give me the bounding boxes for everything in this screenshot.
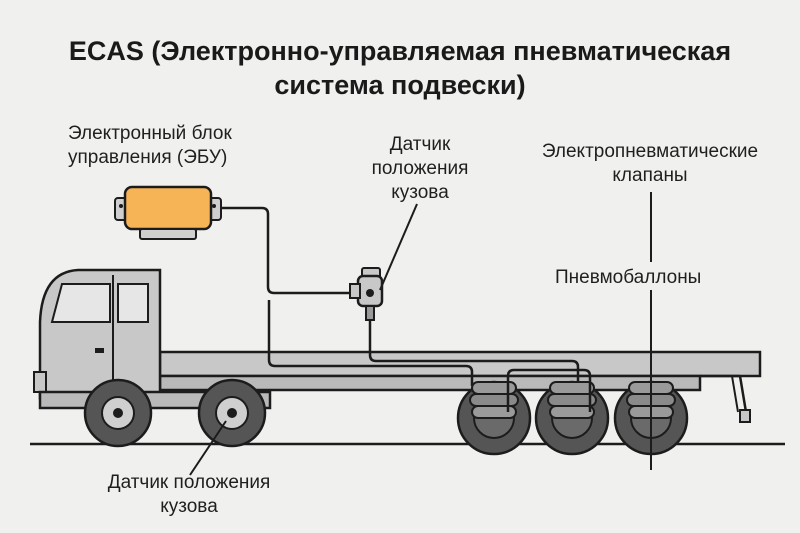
sensor-top-label: Датчик положения кузова (355, 133, 485, 205)
cab-rear-wheel (197, 378, 267, 448)
ecu-wiring (221, 206, 474, 386)
sensor-top-label-line-2: положения (371, 158, 469, 179)
sensor-top-label-line-1: Датчик (389, 134, 451, 155)
ecu-label-line-2: управления (ЭБУ) (68, 147, 228, 168)
sensor-top-leader (379, 203, 418, 291)
sensor-bottom-label-line-2: кузова (160, 496, 218, 517)
diagram-title: ECAS (Электронно-управляемая пневматичес… (0, 34, 800, 102)
sensor-bottom-leader (189, 420, 227, 476)
title-line-2: система подвески) (274, 70, 526, 100)
ecu-unit (114, 185, 222, 240)
body-height-sensor (349, 267, 384, 321)
air-bag-1 (469, 381, 519, 419)
sensor-top-label-line-3: кузова (391, 182, 449, 203)
air-bag-2 (547, 381, 597, 419)
airbags-label-text: Пневмобаллоны (555, 267, 702, 288)
airbags-label: Пневмобаллоны (555, 266, 701, 290)
valves-label-line-2: клапаны (612, 165, 688, 186)
title-line-1: ECAS (Электронно-управляемая пневматичес… (68, 36, 732, 66)
air-lines (368, 320, 592, 412)
ecu-label-line-1: Электронный блок (68, 123, 232, 144)
sensor-bottom-label-line-1: Датчик положения (107, 472, 271, 493)
valves-label-line-1: Электропневматические (541, 141, 759, 162)
valves-label: Электропневматические клапаны (515, 140, 785, 188)
sensor-bottom-label: Датчик положения кузова (84, 471, 294, 519)
ecu-label: Электронный блок управления (ЭБУ) (68, 122, 232, 170)
cab-front-wheel (83, 378, 153, 448)
